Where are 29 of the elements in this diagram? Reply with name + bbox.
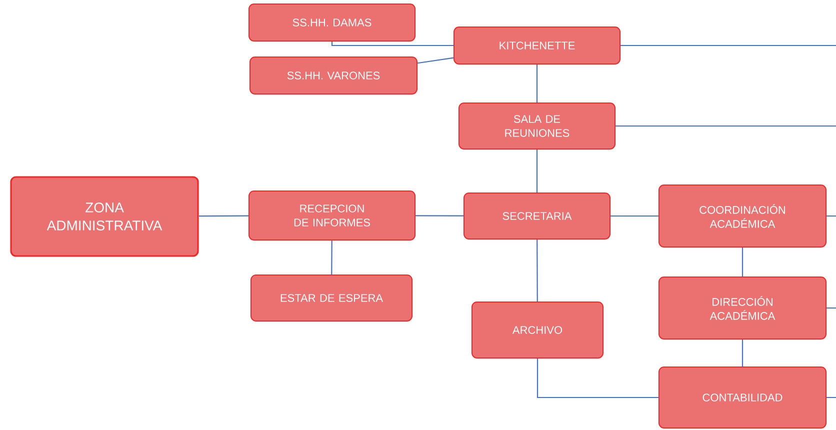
connector-line	[826, 307, 836, 309]
room-box: DIRECCIÓN ACADÉMICA	[658, 276, 826, 340]
connector-line	[536, 358, 658, 398]
connector-line	[536, 240, 538, 302]
room-box: COORDINACIÓN ACADÉMICA	[658, 184, 826, 248]
connector-line	[331, 42, 454, 46]
room-box: SS.HH. VARONES	[250, 56, 418, 94]
room-box: ESTAR DE ESPERA	[250, 274, 412, 322]
room-box: KITCHENETTE	[454, 26, 620, 64]
room-box: CONTABILIDAD	[658, 366, 826, 428]
room-box: SALA DE REUNIONES	[458, 102, 616, 150]
connector-line	[198, 215, 248, 217]
connector-line	[610, 215, 658, 217]
connector-line	[536, 64, 538, 102]
connector-line	[616, 125, 836, 127]
connector-line	[742, 248, 744, 276]
room-box: SS.HH. DAMAS	[248, 4, 416, 42]
room-box: ARCHIVO	[472, 302, 604, 358]
connector-line	[331, 240, 332, 274]
connector-line	[742, 340, 744, 366]
connector-line	[417, 57, 454, 64]
zone-box: ZONA ADMINISTRATIVA	[10, 176, 199, 257]
connector-line	[826, 396, 836, 398]
connector-line	[536, 150, 538, 192]
room-box: SECRETARIA	[464, 192, 610, 240]
connector-line	[620, 44, 836, 46]
connector-line	[416, 215, 464, 216]
room-box: RECEPCION DE INFORMES	[248, 190, 416, 240]
connector-line	[826, 215, 836, 217]
